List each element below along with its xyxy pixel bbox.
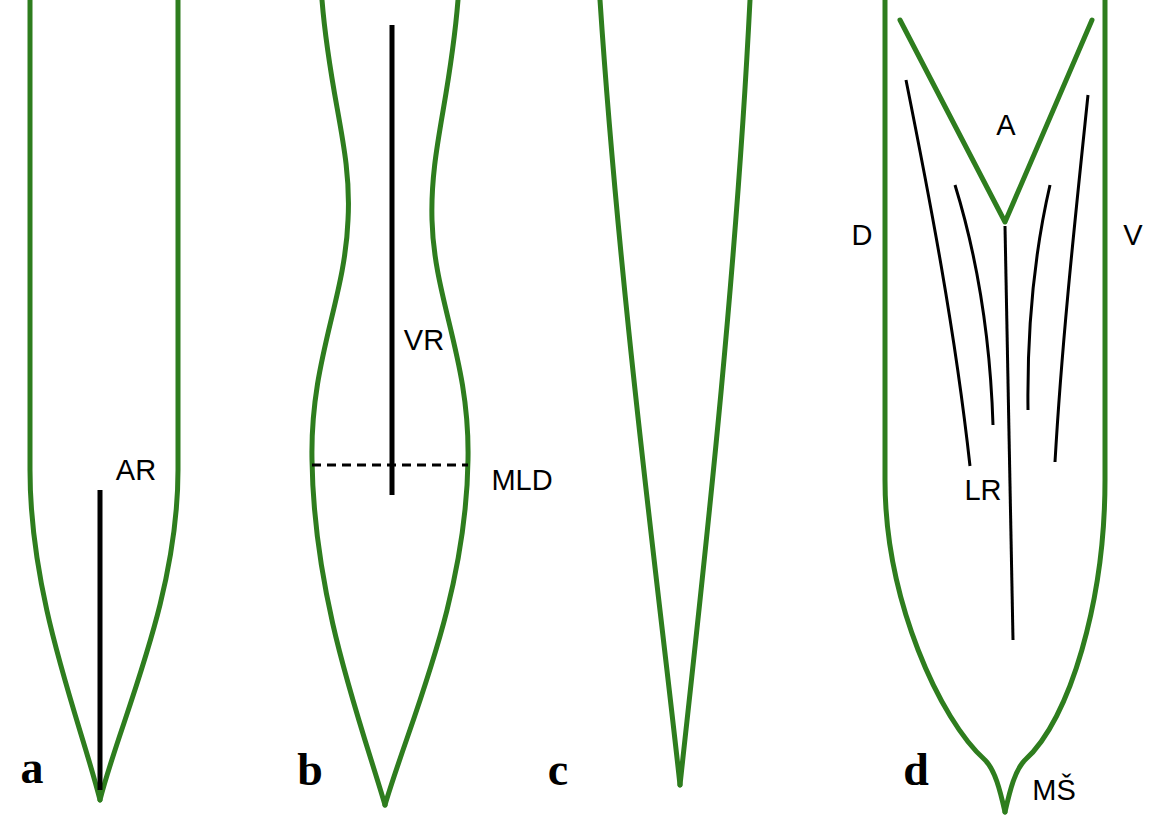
leaf-outline — [885, 0, 1005, 812]
vein-line — [906, 80, 970, 466]
part-label: MLD — [491, 466, 552, 495]
leaf-outline — [1005, 0, 1105, 812]
width-line — [312, 464, 468, 467]
leaf-outline — [600, 0, 680, 785]
measure-line — [98, 490, 103, 790]
vein-line — [1055, 95, 1088, 462]
leaf-outline — [30, 0, 100, 800]
vein-line — [1028, 185, 1050, 410]
panel-letter: c — [548, 747, 568, 793]
panel-letter: b — [297, 747, 323, 793]
part-label: V — [1123, 221, 1142, 250]
part-label: AR — [116, 456, 156, 485]
part-label: VR — [404, 326, 444, 355]
measure-line — [390, 25, 395, 495]
panel-letter: a — [21, 745, 44, 791]
part-label: LR — [964, 476, 1001, 505]
part-label: MŠ — [1032, 776, 1076, 805]
leaf-outline — [385, 0, 468, 805]
part-label: A — [996, 111, 1015, 140]
leaf-outline — [312, 0, 385, 805]
leaf-outline — [680, 0, 750, 785]
leaf-outline — [100, 0, 178, 800]
vein-line — [1005, 226, 1013, 640]
part-label: D — [852, 221, 873, 250]
panel-letter: d — [903, 747, 929, 793]
